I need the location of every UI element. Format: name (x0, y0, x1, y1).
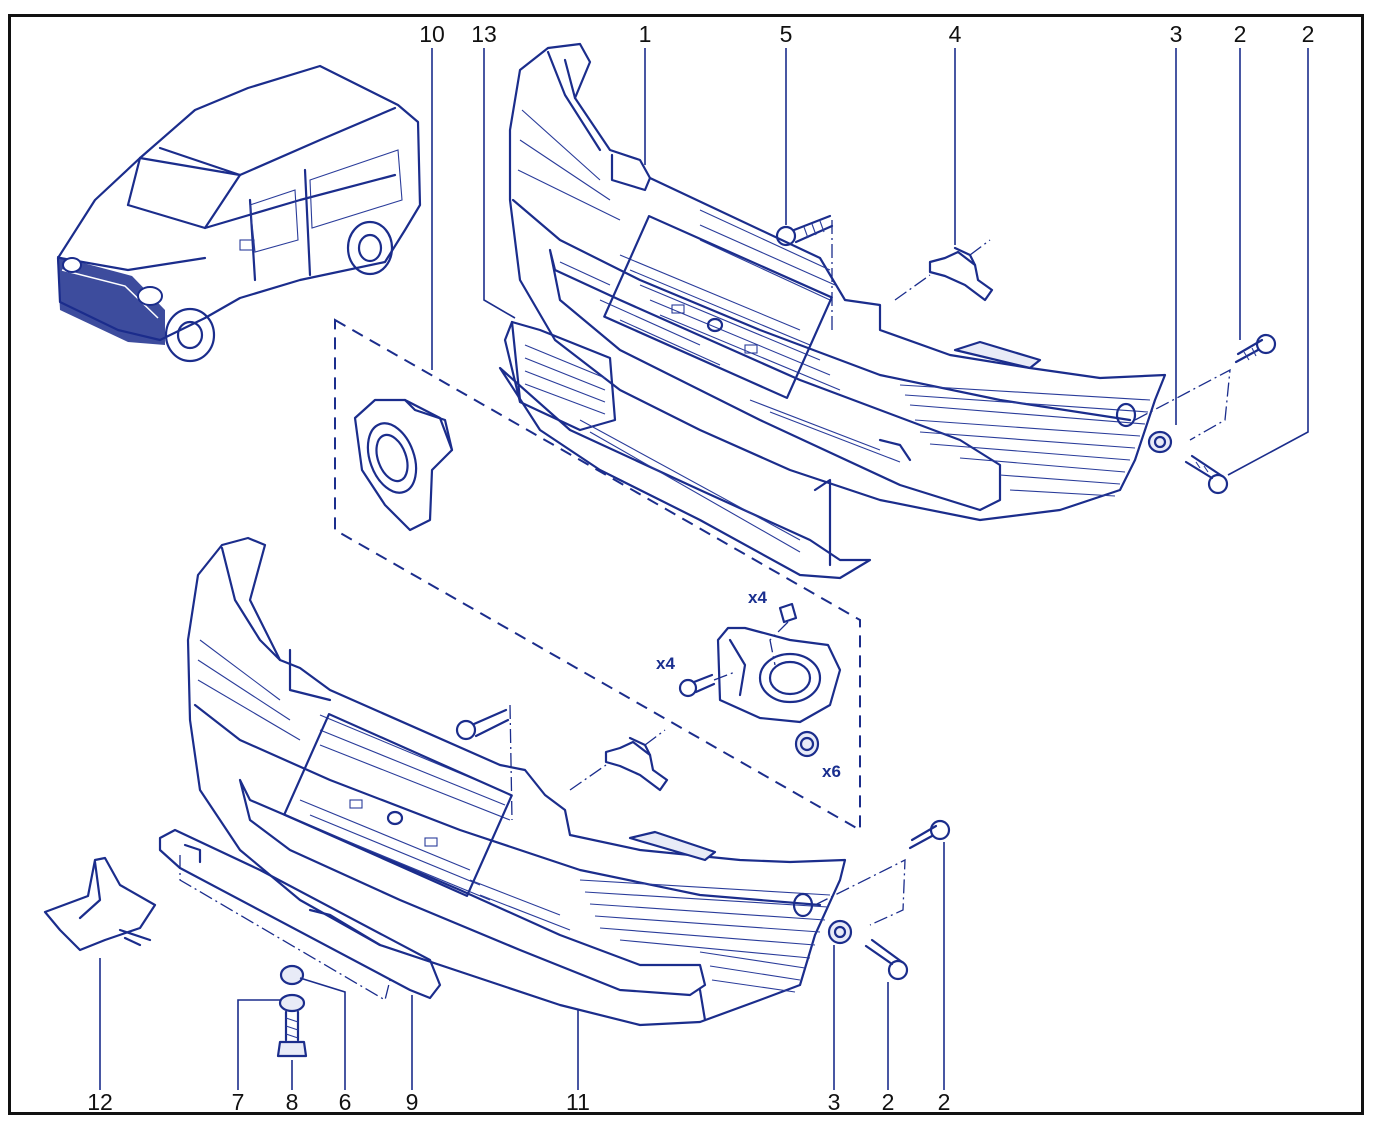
callout-2-bottom-a: 2 (882, 1089, 895, 1115)
fog-lamp-bezel (716, 626, 842, 724)
clip-x4 (769, 602, 798, 666)
callout-2-top-b: 2 (1302, 21, 1315, 47)
callout-3-top: 3 (1170, 21, 1183, 47)
screw-part-2-lower (908, 819, 951, 850)
front-bumper-upper (508, 42, 1167, 522)
callouts-bottom: 12 7 8 6 9 11 3 2 2 (87, 1089, 950, 1115)
fog-lamp-housing-part-10 (353, 398, 454, 532)
mudguard-part-12 (43, 856, 157, 952)
washer-part-3-upper (1147, 430, 1173, 454)
axis-line-upper (1134, 368, 1231, 441)
callout-1: 1 (639, 21, 652, 47)
screw-part-5 (775, 214, 834, 330)
screw-part-2-upper-b (1184, 454, 1229, 495)
washer-part-3-lower (827, 919, 853, 945)
screw-part-2-lower-b (864, 938, 909, 981)
vehicle-illustration (56, 64, 422, 363)
callout-5: 5 (780, 21, 793, 47)
diagram-frame (8, 14, 1364, 1115)
front-bumper-lower (186, 536, 847, 1027)
bumper-bracket-upper (894, 239, 994, 302)
callout-11: 11 (566, 1089, 590, 1115)
callout-12: 12 (87, 1089, 113, 1115)
callout-7: 7 (232, 1089, 245, 1115)
lower-beam-part-9 (158, 828, 442, 1001)
callout-4: 4 (949, 21, 962, 47)
bumper-bracket-lower (569, 729, 669, 792)
callouts-top: 10 13 1 5 4 3 2 2 (419, 21, 1314, 47)
callout-6: 6 (339, 1089, 352, 1115)
screw-part-5-lower (455, 704, 513, 821)
callout-8: 8 (286, 1089, 299, 1115)
axis-line-lower (814, 858, 906, 926)
fog-lamp-option-boundary (334, 318, 861, 832)
callout-13: 13 (471, 21, 497, 47)
nut-x6 (794, 730, 820, 758)
callout-3-bottom: 3 (828, 1089, 841, 1115)
screw-x4 (678, 671, 736, 698)
callout-10: 10 (419, 21, 445, 47)
callout-2-top-a: 2 (1234, 21, 1247, 47)
callout-2-bottom-b: 2 (938, 1089, 951, 1115)
quantity-clip-x4: x4 (748, 588, 767, 607)
bumper-support-part-13 (498, 320, 872, 580)
quantity-nut-x6: x6 (822, 762, 841, 781)
leader-lines (99, 48, 1309, 1090)
screw-part-2-upper (1234, 333, 1277, 364)
callout-9: 9 (406, 1089, 419, 1115)
quantity-screw-x4: x4 (656, 654, 675, 673)
fastener-stack (276, 964, 308, 1058)
